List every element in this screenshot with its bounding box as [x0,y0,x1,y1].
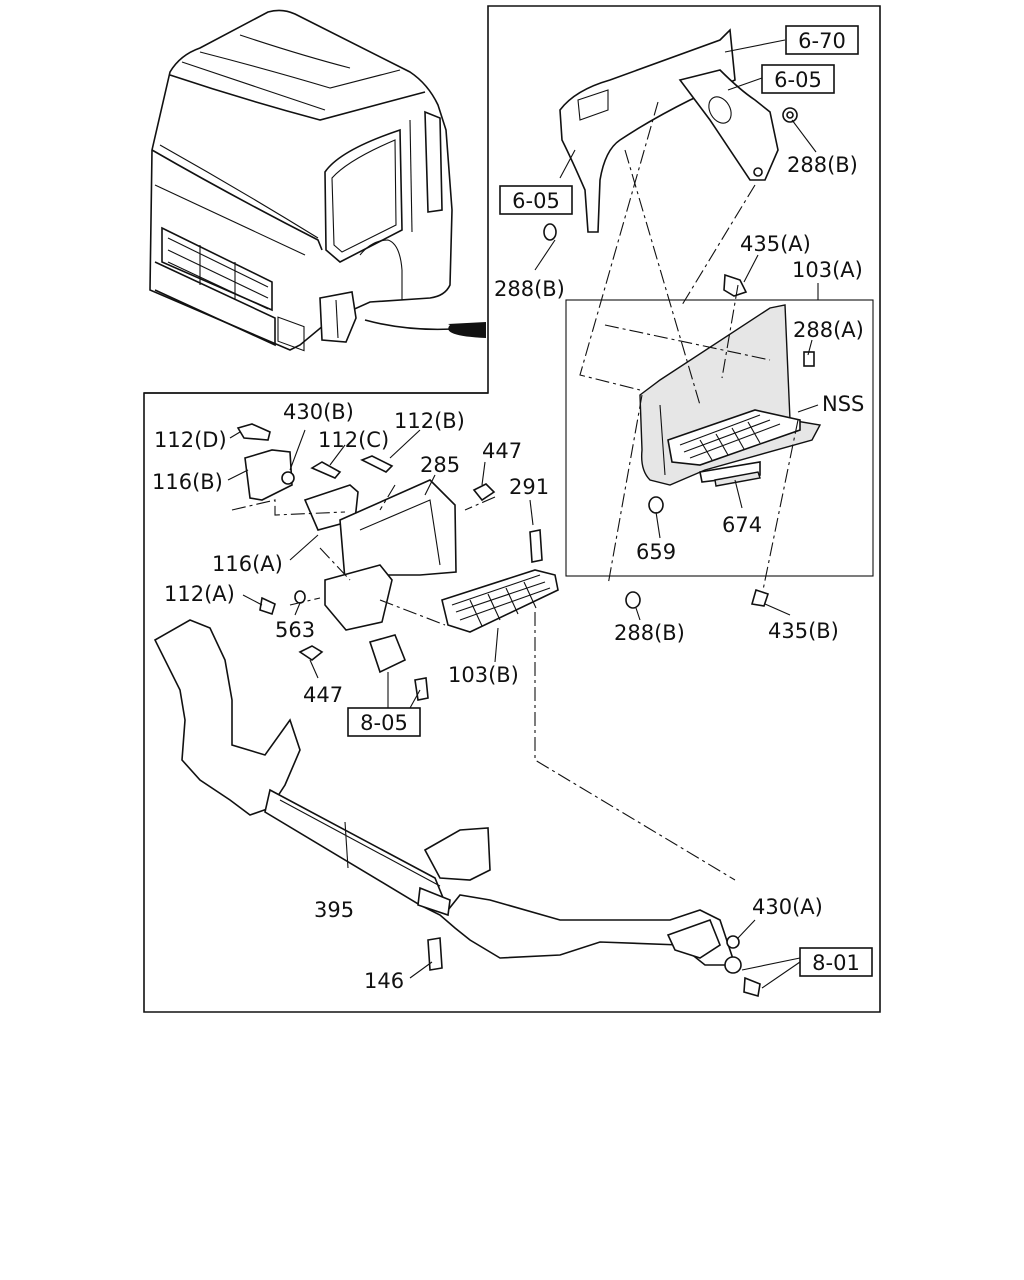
label-435a: 435(A) [740,232,811,256]
label-674: 674 [722,513,762,537]
label-112b: 112(B) [394,409,465,433]
label-563: 563 [275,618,315,642]
label-435b: 435(B) [768,619,839,643]
label-430b: 430(B) [283,400,354,424]
label-112a: 112(A) [164,582,235,606]
ref-8-01: 8-01 [812,951,860,975]
ref-6-70: 6-70 [798,29,846,53]
ref-box-6-70[interactable]: 6-70 [785,25,859,55]
ref-6-05-lower: 6-05 [512,189,560,213]
ref-6-05-upper: 6-05 [774,68,822,92]
ref-box-8-01[interactable]: 8-01 [799,947,873,977]
bracket-step-assembly [236,423,559,701]
label-291: 291 [509,475,549,499]
label-447-lower: 447 [303,683,343,707]
leader-lines [227,39,819,979]
ref-box-6-05-lower[interactable]: 6-05 [499,185,573,215]
label-430a: 430(A) [752,895,823,919]
label-288b-left: 288(B) [494,277,565,301]
label-103b: 103(B) [448,663,519,687]
cross-member [153,619,761,998]
part-labels: 288(B) 288(B) 288(B) 435(A) 103(A) 288(A… [152,153,864,993]
label-116a: 116(A) [212,552,283,576]
label-447-upper: 447 [482,439,522,463]
alignment-lines [231,101,799,881]
label-285: 285 [420,453,460,477]
label-659: 659 [636,540,676,564]
label-112c: 112(C) [318,428,389,452]
detail-frame-nss [565,299,874,577]
label-nss: NSS [822,392,864,416]
nss-step-assembly [543,28,822,609]
ref-box-6-05-upper[interactable]: 6-05 [761,64,835,94]
label-146: 146 [364,969,404,993]
ref-8-05: 8-05 [360,711,408,735]
label-288a: 288(A) [793,318,864,342]
label-288b-lower: 288(B) [614,621,685,645]
truck-cab-illustration [149,9,486,352]
label-116b: 116(B) [152,470,223,494]
label-112d: 112(D) [154,428,227,452]
label-103a: 103(A) [792,258,863,282]
label-395: 395 [314,898,354,922]
label-288b-upper: 288(B) [787,153,858,177]
ref-box-8-05[interactable]: 8-05 [347,707,421,737]
